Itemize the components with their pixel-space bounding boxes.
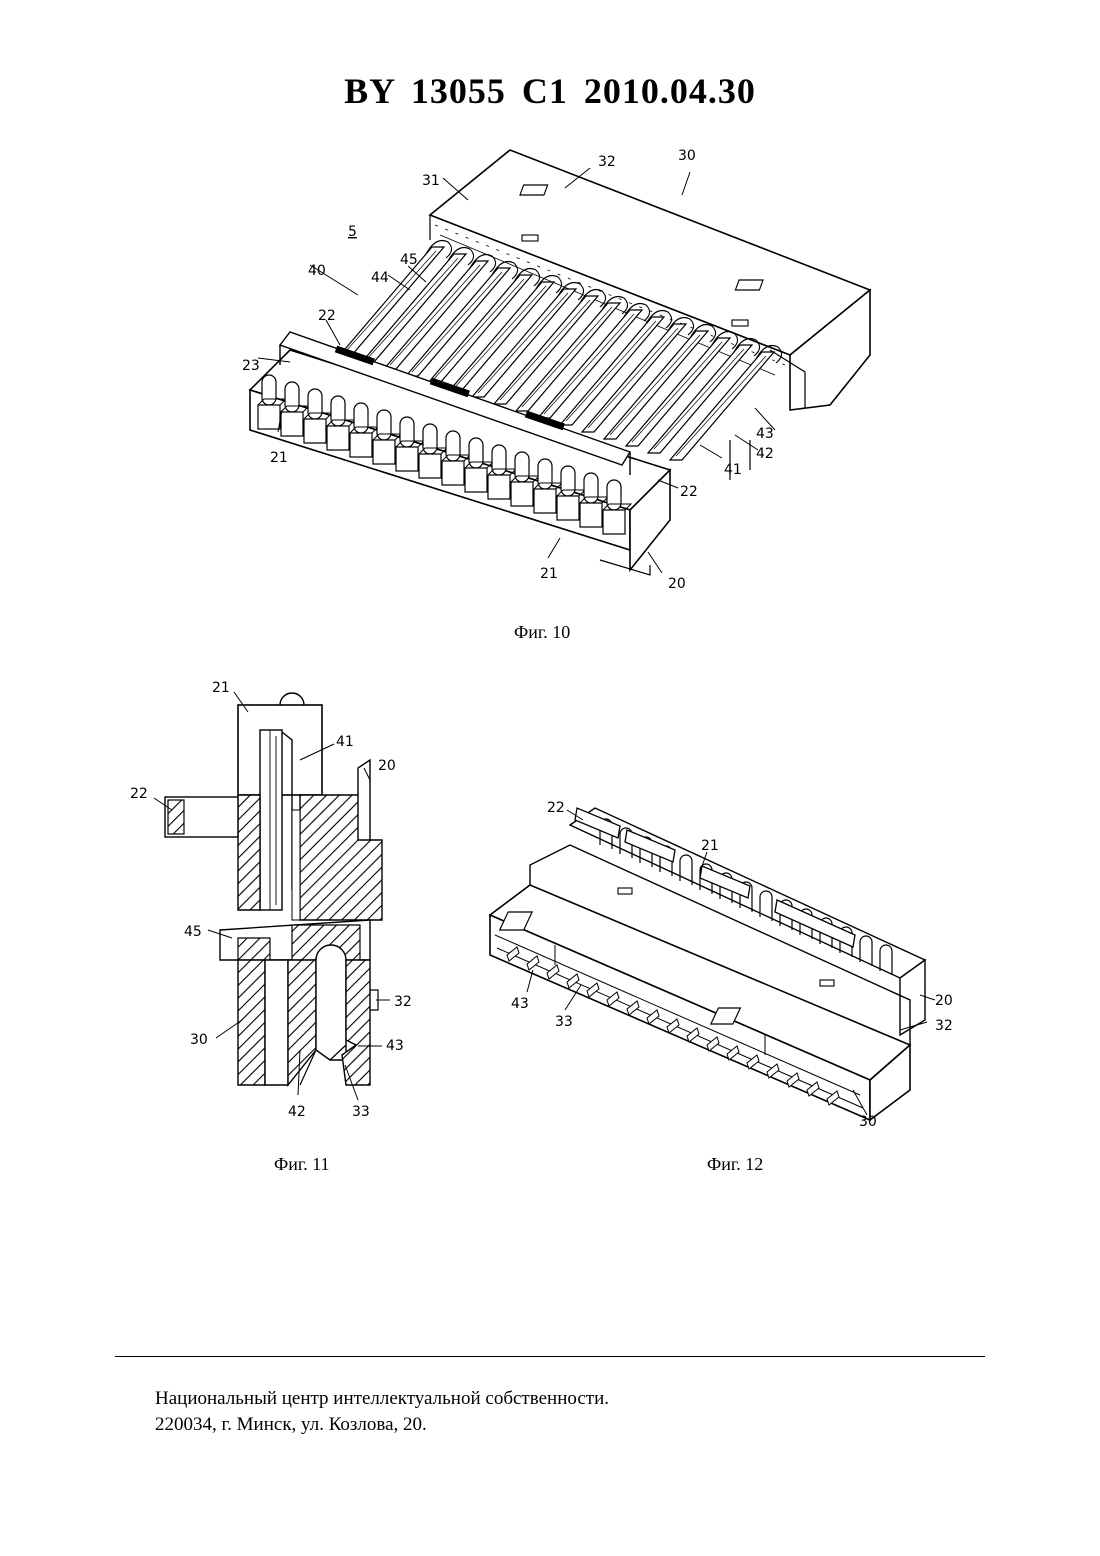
fig11-label-20: 20 <box>378 758 396 774</box>
figure-12-caption: Фиг. 12 <box>707 1154 763 1175</box>
fig10-label-21b: 21 <box>540 566 558 582</box>
fig10-label-42: 42 <box>756 446 774 462</box>
footer-line-1: Национальный центр интеллектуальной собс… <box>155 1386 609 1412</box>
fig12-label-43: 43 <box>511 996 529 1012</box>
footer-line-2: 220034, г. Минск, ул. Козлова, 20. <box>155 1412 609 1438</box>
footer: Национальный центр интеллектуальной собс… <box>155 1386 609 1438</box>
fig10-label-20: 20 <box>668 576 686 592</box>
fig11-label-21: 21 <box>212 680 230 696</box>
fig11-label-33: 33 <box>352 1104 370 1120</box>
fig10-label-32: 32 <box>598 154 616 170</box>
fig10-label-30: 30 <box>678 148 696 164</box>
fig10-label-45: 45 <box>400 252 418 268</box>
fig12-label-21: 21 <box>701 838 719 854</box>
fig10-label-44: 44 <box>371 270 389 286</box>
fig11-label-42: 42 <box>288 1104 306 1120</box>
fig10-label-5: 5 <box>348 224 357 240</box>
fig10-label-43: 43 <box>756 426 774 442</box>
fig10-label-40: 40 <box>308 263 326 279</box>
fig12-label-33: 33 <box>555 1014 573 1030</box>
fig12-label-32: 32 <box>935 1018 953 1034</box>
fig12-label-22: 22 <box>547 800 565 816</box>
figure-11-drawing: 21 41 20 22 45 32 30 43 42 33 <box>120 670 440 1130</box>
fig11-label-43: 43 <box>386 1038 404 1054</box>
fig10-label-22: 22 <box>318 308 336 324</box>
fig11-label-32: 32 <box>394 994 412 1010</box>
fig10-label-22b: 22 <box>680 484 698 500</box>
fig10-label-31: 31 <box>422 173 440 189</box>
fig11-label-45: 45 <box>184 924 202 940</box>
document-header: BY 13055 C1 2010.04.30 <box>0 70 1100 112</box>
fig10-label-23: 23 <box>242 358 260 374</box>
fig11-label-30: 30 <box>190 1032 208 1048</box>
footer-divider <box>115 1356 985 1357</box>
figure-10-caption: Фиг. 10 <box>514 622 570 643</box>
figure-12-drawing: 22 21 43 33 20 32 30 <box>485 790 985 1140</box>
figure-10-drawing: 30 32 31 5 40 45 44 22 23 21 43 42 41 22… <box>230 140 880 600</box>
figure-11-caption: Фиг. 11 <box>274 1154 330 1175</box>
fig12-label-20: 20 <box>935 993 953 1009</box>
fig10-label-21: 21 <box>270 450 288 466</box>
fig10-label-41: 41 <box>724 462 742 478</box>
fig11-label-41: 41 <box>336 734 354 750</box>
fig11-label-22: 22 <box>130 786 148 802</box>
fig12-label-30: 30 <box>859 1114 877 1130</box>
